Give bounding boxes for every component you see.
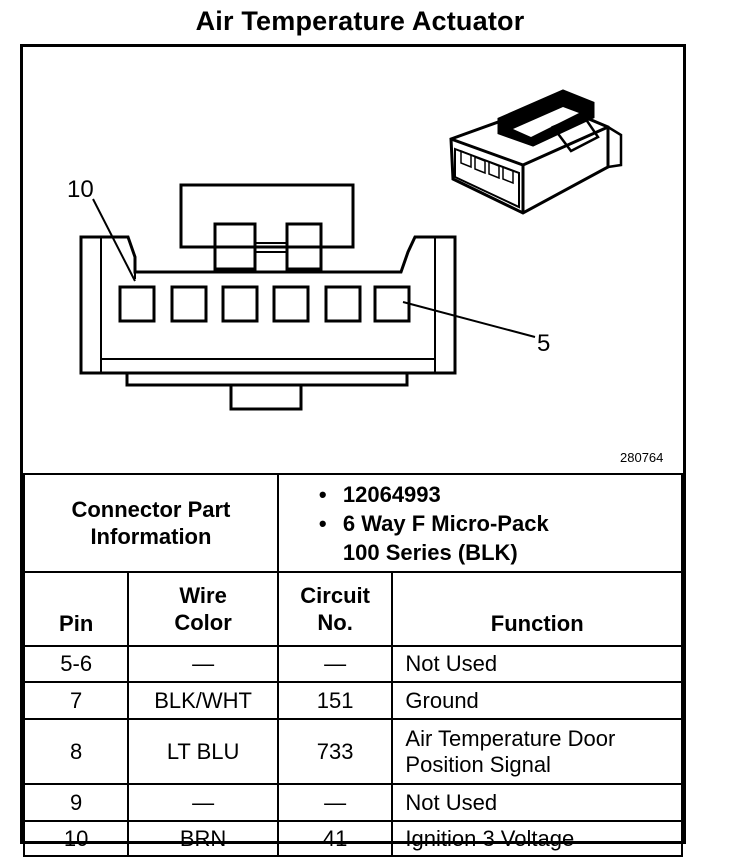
connector-face-view	[79, 183, 536, 411]
cell-pin: 9	[22, 783, 130, 822]
document-frame: 10 5 280764 Connector Part Information •…	[20, 44, 686, 857]
leader-line-5	[402, 301, 536, 338]
pin-label-right: 5	[537, 330, 550, 357]
header-circuit-no: Circuit No.	[276, 571, 394, 647]
page-title: Air Temperature Actuator	[195, 6, 525, 36]
cell-wire-color: —	[127, 645, 279, 683]
cell-pin: 5-6	[22, 645, 130, 683]
part-number: 12064993	[342, 481, 441, 507]
pin-cavity-10	[118, 285, 156, 323]
cell-pin: 7	[22, 681, 130, 720]
leader-line-10	[92, 198, 136, 282]
table-row: 7 BLK/WHT 151 Ground	[22, 681, 683, 720]
connector-info-label: Connector Part Information	[23, 473, 279, 573]
connector-isometric-view	[449, 89, 623, 215]
pinout-table: Connector Part Information •12064993 •6 …	[22, 473, 684, 857]
table-row: 5-6 — — Not Used	[22, 645, 683, 683]
header-function: Function	[391, 571, 683, 647]
connector-diagram: 10 5 280764	[67, 89, 663, 465]
table-header-row: Pin Wire Color Circuit No. Function	[22, 571, 683, 647]
housing-key	[229, 383, 303, 411]
cell-function: Air Temperature Door Position Signal	[391, 718, 683, 785]
pin-cavity-7	[272, 285, 310, 323]
cell-pin: 10	[22, 820, 130, 857]
figure-number: 280764	[620, 450, 663, 465]
connector-latch	[179, 183, 355, 249]
cell-circuit-no: —	[276, 783, 394, 822]
cell-wire-color: BRN	[127, 820, 279, 857]
cell-function: Ignition 3 Voltage	[391, 820, 683, 857]
cell-wire-color: —	[127, 783, 279, 822]
cell-wire-color: BLK/WHT	[127, 681, 279, 720]
table-row: 9 — — Not Used	[22, 783, 683, 822]
cell-circuit-no: —	[276, 645, 394, 683]
header-wire-color: Wire Color	[127, 571, 279, 647]
cell-pin: 8	[22, 718, 130, 785]
connector-series: 100 Series (BLK)	[342, 539, 518, 565]
connector-info-values: •12064993 •6 Way F Micro-Pack 100 Series…	[276, 473, 684, 573]
pin-cavity-6	[324, 285, 362, 323]
table-row: 10 BRN 41 Ignition 3 Voltage	[22, 820, 683, 857]
housing-base	[125, 371, 409, 387]
pin-cavity-8	[221, 285, 259, 323]
cell-function: Ground	[391, 681, 683, 720]
table-row: 8 LT BLU 733 Air Temperature Door Positi…	[22, 718, 683, 785]
latch-tab-left	[213, 222, 257, 271]
cell-circuit-no: 41	[276, 820, 394, 857]
cell-function: Not Used	[391, 645, 683, 683]
connector-type: 6 Way F Micro-Pack	[342, 510, 549, 536]
connector-housing	[79, 235, 457, 375]
pin-cavity-9	[170, 285, 208, 323]
latch-tab-right	[285, 222, 323, 271]
cell-circuit-no: 151	[276, 681, 394, 720]
pin-label-left: 10	[67, 176, 94, 203]
pin-cavity-5	[373, 285, 411, 323]
connector-info-row: Connector Part Information •12064993 •6 …	[23, 473, 684, 573]
cell-wire-color: LT BLU	[127, 718, 279, 785]
header-pin: Pin	[22, 571, 130, 647]
cell-function: Not Used	[391, 783, 683, 822]
cell-circuit-no: 733	[276, 718, 394, 785]
